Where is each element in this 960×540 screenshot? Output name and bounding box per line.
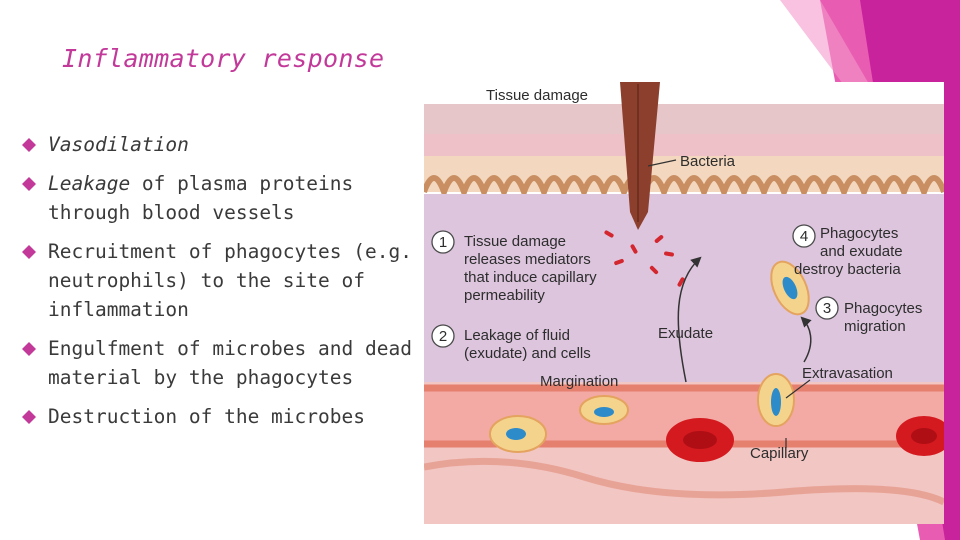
step-number-1: 1: [439, 234, 447, 251]
label-step3-line2: migration: [844, 318, 906, 335]
label-step4-line1: Phagocytes: [820, 225, 898, 242]
label-step1-line4: permeability: [464, 287, 545, 304]
bullet-text: Recruitment of phagocytes (e.g. neutroph…: [48, 240, 412, 321]
extravasation-arrow: [800, 316, 812, 363]
inflammation-diagram: Tissue damage Bacteria 1 Tissue damage r…: [424, 82, 944, 524]
step-circle-4: [792, 224, 816, 248]
diamond-icon: [22, 342, 36, 356]
label-step1-line3: that induce capillary: [464, 269, 597, 286]
step-circle-3: [815, 296, 839, 320]
bullet-lead: Vasodilation: [48, 133, 189, 156]
step-number-4: 4: [800, 228, 808, 245]
bullet-item: Engulfment of microbes and dead material…: [22, 334, 442, 392]
label-bacteria: Bacteria: [680, 153, 736, 170]
bullet-item: Destruction of the microbes: [22, 402, 442, 431]
label-step2-line1: Leakage of fluid: [464, 327, 570, 344]
label-step4-line3: destroy bacteria: [794, 261, 901, 278]
bullet-lead: Leakage: [48, 172, 131, 195]
diamond-icon: [22, 410, 36, 424]
step-number-2: 2: [439, 328, 447, 345]
label-step1-line2: releases mediators: [464, 251, 591, 268]
label-tissue-damage: Tissue damage: [486, 87, 588, 104]
label-step2-line2: (exudate) and cells: [464, 345, 591, 362]
phagocyte: [579, 395, 629, 425]
bullet-text: Destruction of the microbes: [48, 405, 365, 428]
label-step4-line2: and exudate: [820, 243, 903, 260]
label-capillary: Capillary: [750, 445, 809, 462]
skin-top-layer: [424, 104, 944, 134]
diamond-icon: [22, 138, 36, 152]
exudate-arrow: [677, 256, 702, 383]
phagocyte: [489, 415, 547, 453]
step-circle-1: [431, 230, 455, 254]
connective-tissue: [424, 194, 944, 386]
label-exudate: Exudate: [658, 325, 713, 342]
diamond-icon: [22, 245, 36, 259]
bullet-item: Recruitment of phagocytes (e.g. neutroph…: [22, 237, 442, 324]
bullet-list: Vasodilation Leakage of plasma proteins …: [22, 130, 442, 441]
diamond-icon: [22, 177, 36, 191]
bacteria-cluster: [604, 230, 685, 287]
step-circle-2: [431, 324, 455, 348]
bullet-item: Vasodilation: [22, 130, 442, 159]
bullet-item: Leakage of plasma proteins through blood…: [22, 169, 442, 227]
slide-title: Inflammatory response: [62, 44, 385, 73]
label-extravasation: Extravasation: [802, 365, 893, 382]
label-step1-line1: Tissue damage: [464, 233, 566, 250]
label-step3-line1: Phagocytes: [844, 300, 922, 317]
splinter: [620, 82, 660, 230]
extravasation-pointer: [785, 379, 811, 399]
bacteria-pointer: [647, 159, 677, 167]
phagocyte: [770, 260, 810, 316]
bullet-text: Engulfment of microbes and dead material…: [48, 337, 412, 389]
phagocyte: [757, 373, 795, 427]
bullet-text: of plasma proteins through blood vessels: [48, 172, 354, 224]
label-margination: Margination: [540, 373, 618, 390]
step-number-3: 3: [823, 300, 831, 317]
epithelium-wave: [424, 175, 944, 201]
